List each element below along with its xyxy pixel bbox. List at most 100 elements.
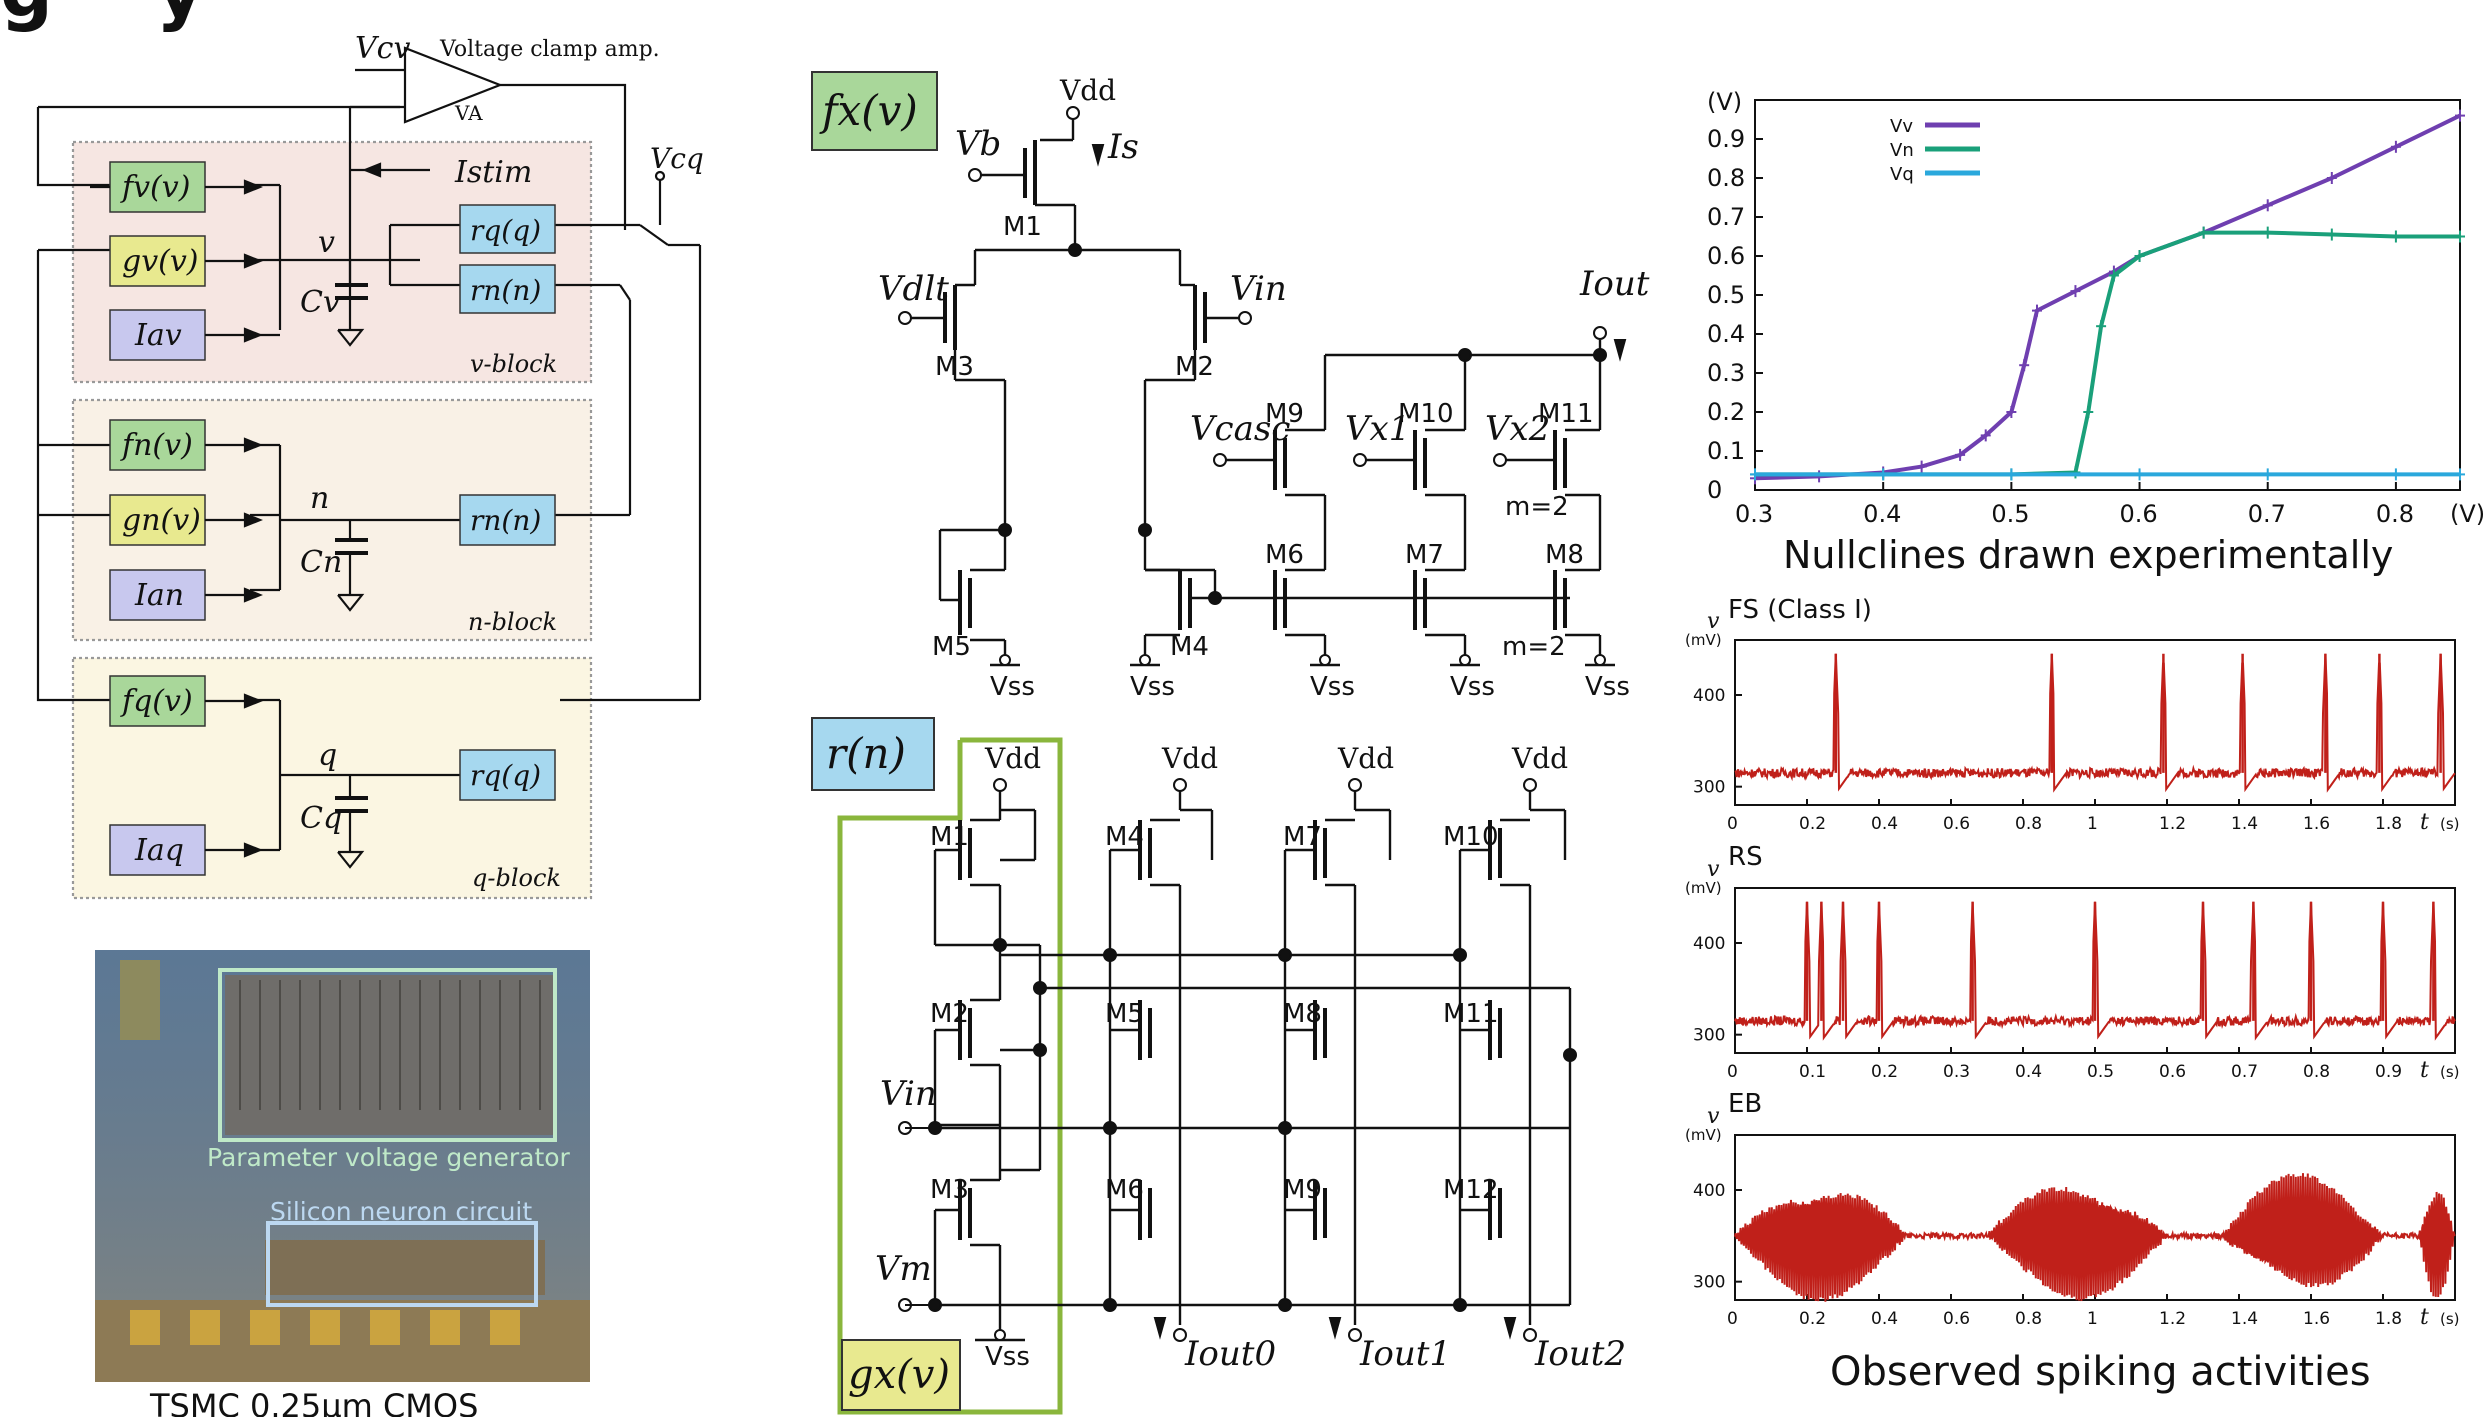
y-tick-label: 0.3: [1707, 359, 1745, 387]
rq-q-label: rq(q): [470, 759, 541, 792]
x-tick-label: 0.6: [1943, 814, 1970, 834]
fx-vin: Vin: [1230, 269, 1287, 309]
param-gen-label: Parameter voltage generator: [207, 1143, 571, 1172]
x-tick-label: 0.1: [1799, 1062, 1826, 1082]
x-tick-label: 1.6: [2303, 1309, 2330, 1329]
x-tick-label: 1.4: [2231, 1309, 2258, 1329]
fx-vss-4: Vss: [1450, 672, 1495, 702]
y-tick-label: 300: [1693, 1026, 1725, 1046]
y-axis-label: v: [1707, 857, 1720, 882]
fx-m10: M10: [1398, 399, 1454, 429]
y-tick-label: 300: [1693, 1273, 1725, 1293]
x-tick-label: 1.8: [2375, 814, 2402, 834]
x-tick-label: 0: [1727, 1309, 1738, 1329]
istim-label: Istim: [454, 155, 532, 190]
fx-vcasc: Vcasc: [1190, 409, 1290, 449]
rn-iout0: Iout0: [1184, 1334, 1276, 1374]
fx-m8: M8: [1545, 540, 1584, 570]
fn-box: [109, 419, 206, 471]
block-diagram-labels: Vcv Voltage clamp amp. VA Vcq Istim fv(v…: [120, 31, 704, 892]
block-diagram-boxes: [109, 161, 556, 876]
fx-vss-5: Vss: [1585, 672, 1630, 702]
x-axis-unit: (s): [2440, 1310, 2460, 1328]
rn-iout2: Iout2: [1534, 1334, 1626, 1374]
fv-label: fv(v): [120, 170, 190, 205]
x-axis-label: (V): [2450, 500, 2483, 528]
x-axis-unit: (s): [2440, 815, 2460, 833]
nullcline-title: Nullclines drawn experimentally: [1783, 533, 2393, 577]
rn-circuit-dots: [898, 778, 1577, 1342]
neuron-circuit-label: Silicon neuron circuit: [270, 1197, 532, 1226]
q-node-label: q: [318, 738, 337, 773]
x-tick-label: 0.8: [2303, 1062, 2330, 1082]
gn-label: gn(v): [122, 503, 201, 538]
x-tick-label: 0.4: [1863, 500, 1901, 528]
rn-m7: M7: [1283, 822, 1322, 852]
x-tick-label: 0.3: [1735, 500, 1773, 528]
x-tick-label: 1.4: [2231, 814, 2258, 834]
rn-m9: M9: [1283, 1175, 1322, 1205]
eb-title: EB: [1728, 1089, 1762, 1119]
rn-title-box: [811, 717, 935, 791]
y-tick-label: 400: [1693, 1181, 1725, 1201]
gv-label: gv(v): [122, 244, 199, 279]
fx-is: Is: [1107, 127, 1139, 167]
x-tick-label: 0.2: [1871, 1062, 1898, 1082]
x-tick-label: 0.4: [1871, 1309, 1898, 1329]
fx-title-box: [811, 71, 938, 151]
y-axis-unit: (mV): [1685, 631, 1722, 649]
fx-vss-1: Vss: [990, 672, 1035, 702]
y-axis-label: (V): [1707, 88, 1742, 116]
fx-m5: M5: [932, 632, 971, 662]
x-axis-label: t: [2420, 810, 2429, 835]
x-tick-label: 0.4: [2015, 1062, 2042, 1082]
fx-m11: M11: [1538, 399, 1594, 429]
iav-box: [109, 309, 206, 361]
fx-m3: M3: [935, 352, 974, 382]
x-tick-label: 1.2: [2159, 814, 2186, 834]
chip-caption: TSMC 0.25µm CMOS: [149, 1387, 478, 1417]
voltage-clamp-amp: [403, 46, 504, 124]
rn-title: r(n): [826, 729, 906, 778]
x-tick-label: 0.6: [2159, 1062, 2186, 1082]
rn-circuit: [837, 737, 1572, 1415]
x-tick-label: 0.8: [2015, 1309, 2042, 1329]
rn-iout1: Iout1: [1359, 1334, 1451, 1374]
x-tick-label: 0: [1727, 1062, 1738, 1082]
gx-title: gx(v): [848, 1352, 950, 1398]
y-axis-unit: (mV): [1685, 1126, 1722, 1144]
ian-label: Ian: [134, 578, 184, 613]
block-diagram-arrows: [90, 162, 382, 858]
y-tick-label: 0.2: [1707, 398, 1745, 426]
x-tick-label: 1.6: [2303, 814, 2330, 834]
membrane-trace: [1734, 653, 2456, 793]
fx-vx1: Vx1: [1345, 409, 1410, 449]
rn-m11: M11: [1443, 999, 1499, 1029]
x-tick-label: 0.6: [1943, 1309, 1970, 1329]
fx-m9: M9: [1265, 399, 1304, 429]
vcv-label: Vcv: [355, 31, 410, 66]
clamp-amp-label: Voltage clamp amp.: [439, 37, 660, 62]
y-tick-label: 0.6: [1707, 242, 1745, 270]
fx-m2: M2: [1175, 352, 1214, 382]
membrane-trace: [1734, 1173, 2456, 1302]
fx-circuit-labels: fx(v) Vdd Vb Is M1 Vdlt Vin Iout M3 M2 V…: [811, 71, 1650, 702]
y-tick-label: 0.8: [1707, 164, 1745, 192]
rn-m12: M12: [1443, 1175, 1499, 1205]
iaq-box: [109, 824, 206, 876]
fx-m2-mult-a: m=2: [1505, 492, 1569, 522]
x-tick-label: 1.2: [2159, 1309, 2186, 1329]
v-block-title: v-block: [470, 350, 557, 378]
x-tick-label: 0.6: [2120, 500, 2158, 528]
rn-m2: M2: [930, 999, 969, 1029]
fx-m1: M1: [1003, 212, 1042, 242]
rn-vdd-1: Vdd: [984, 742, 1041, 775]
rn-vss: Vss: [985, 1342, 1030, 1372]
rn-v-label: rn(n): [470, 274, 541, 307]
legend-label: Vv: [1890, 116, 1913, 137]
chip-micrograph: Parameter voltage generator Silicon neur…: [95, 950, 590, 1417]
x-tick-label: 0.3: [1943, 1062, 1970, 1082]
rn-n-label: rn(n): [470, 504, 541, 537]
x-tick-label: 0.8: [2015, 814, 2042, 834]
